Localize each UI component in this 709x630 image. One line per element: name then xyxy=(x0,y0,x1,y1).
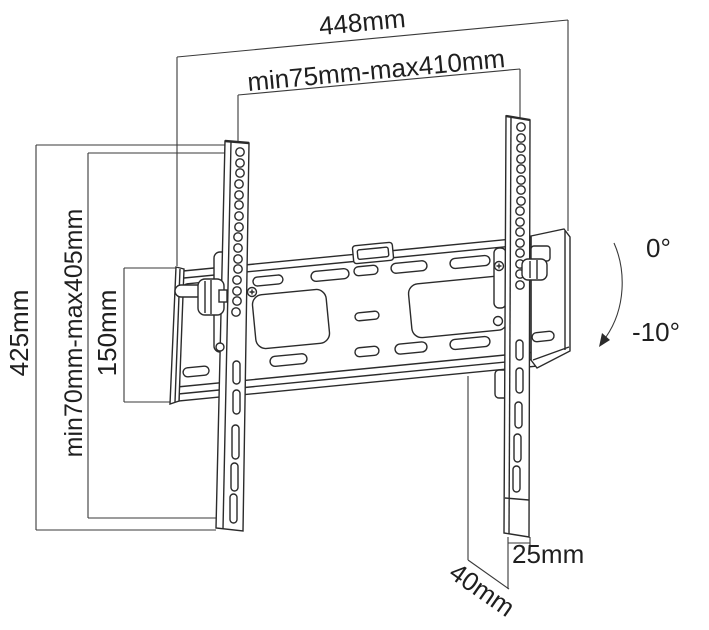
dimension-label-vesa-height: min70mm-max405mm xyxy=(60,209,88,458)
plate-slots-bottom xyxy=(182,310,491,378)
dimension-label-vesa-width: min75mm-max410mm xyxy=(246,43,506,97)
right-vesa-arm xyxy=(492,114,531,538)
dimension-label-bracket-depth: 25mm xyxy=(512,539,584,569)
dimension-label-total-height: 425mm xyxy=(4,290,34,377)
dimension-label-total-depth: 40mm xyxy=(444,557,520,623)
plate-opening-right xyxy=(407,275,509,339)
left-arm-screw-lower xyxy=(215,342,225,352)
plate-slots-top xyxy=(182,254,491,294)
left-vesa-arm xyxy=(215,139,258,532)
tilt-angle-label-upper: 0° xyxy=(646,233,671,263)
right-tilt-hook-upper xyxy=(493,247,507,309)
dimension-line-vesa-height xyxy=(87,152,225,519)
left-tilt-knob xyxy=(174,278,228,316)
dimension-label-plate-height: 150mm xyxy=(92,290,122,377)
dimension-line-total-width xyxy=(176,19,569,266)
dimension-line-total-height xyxy=(35,144,225,531)
tilt-angle-label-lower: -10° xyxy=(632,317,680,347)
dimension-label-total-width: 448mm xyxy=(318,3,407,41)
dimension-line-plate-height xyxy=(123,267,176,403)
dimension-line-vesa-width xyxy=(237,68,521,142)
tilt-arrow-icon xyxy=(599,242,623,347)
plate-opening-left xyxy=(251,288,331,350)
right-tilt-knob xyxy=(521,245,551,281)
safety-latch xyxy=(351,241,395,265)
dimension-line-depth xyxy=(467,376,531,590)
right-arm-screw-lower xyxy=(492,315,504,327)
